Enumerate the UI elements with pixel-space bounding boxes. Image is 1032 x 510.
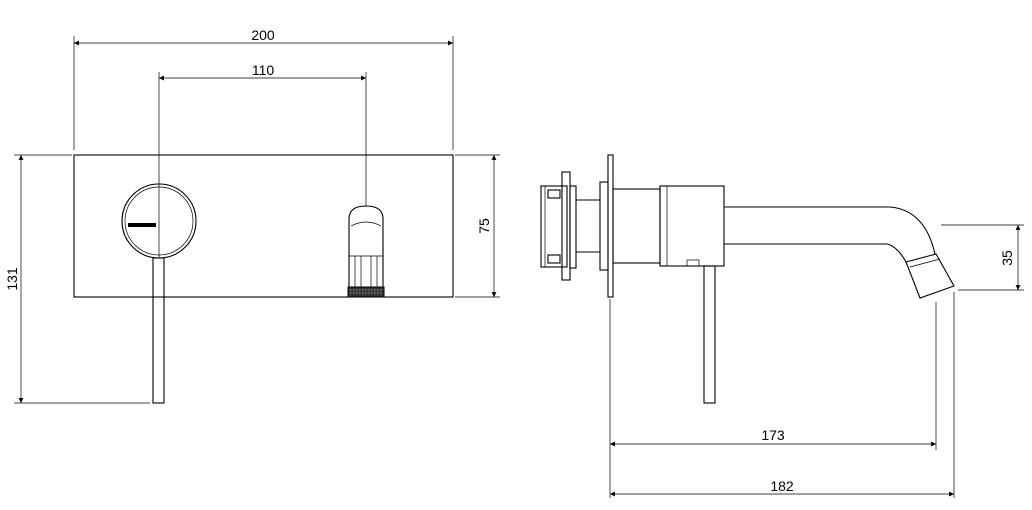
wall-plate-side	[607, 154, 614, 298]
mixer-body	[612, 185, 725, 267]
spout-front	[347, 205, 385, 298]
wall-plate	[73, 154, 454, 298]
dim-label-plate-height: 75	[476, 218, 492, 234]
dim-label-plate-width: 200	[251, 27, 275, 43]
aerator	[347, 286, 385, 298]
front-view: 200 110 131 75	[4, 27, 500, 404]
side-view: 35 173 182	[540, 154, 1024, 498]
dim-label-projection-173: 173	[761, 427, 785, 443]
lever-handle	[152, 257, 165, 404]
lever-side	[703, 265, 716, 404]
logo-mark	[128, 223, 156, 227]
dim-label-spout-drop: 35	[999, 250, 1015, 266]
spout-side	[724, 206, 955, 299]
dim-label-total-height: 131	[4, 267, 20, 291]
dim-label-lever-to-spout: 110	[252, 62, 275, 78]
concealed-body	[540, 171, 609, 281]
dim-label-projection-182: 182	[770, 478, 794, 494]
